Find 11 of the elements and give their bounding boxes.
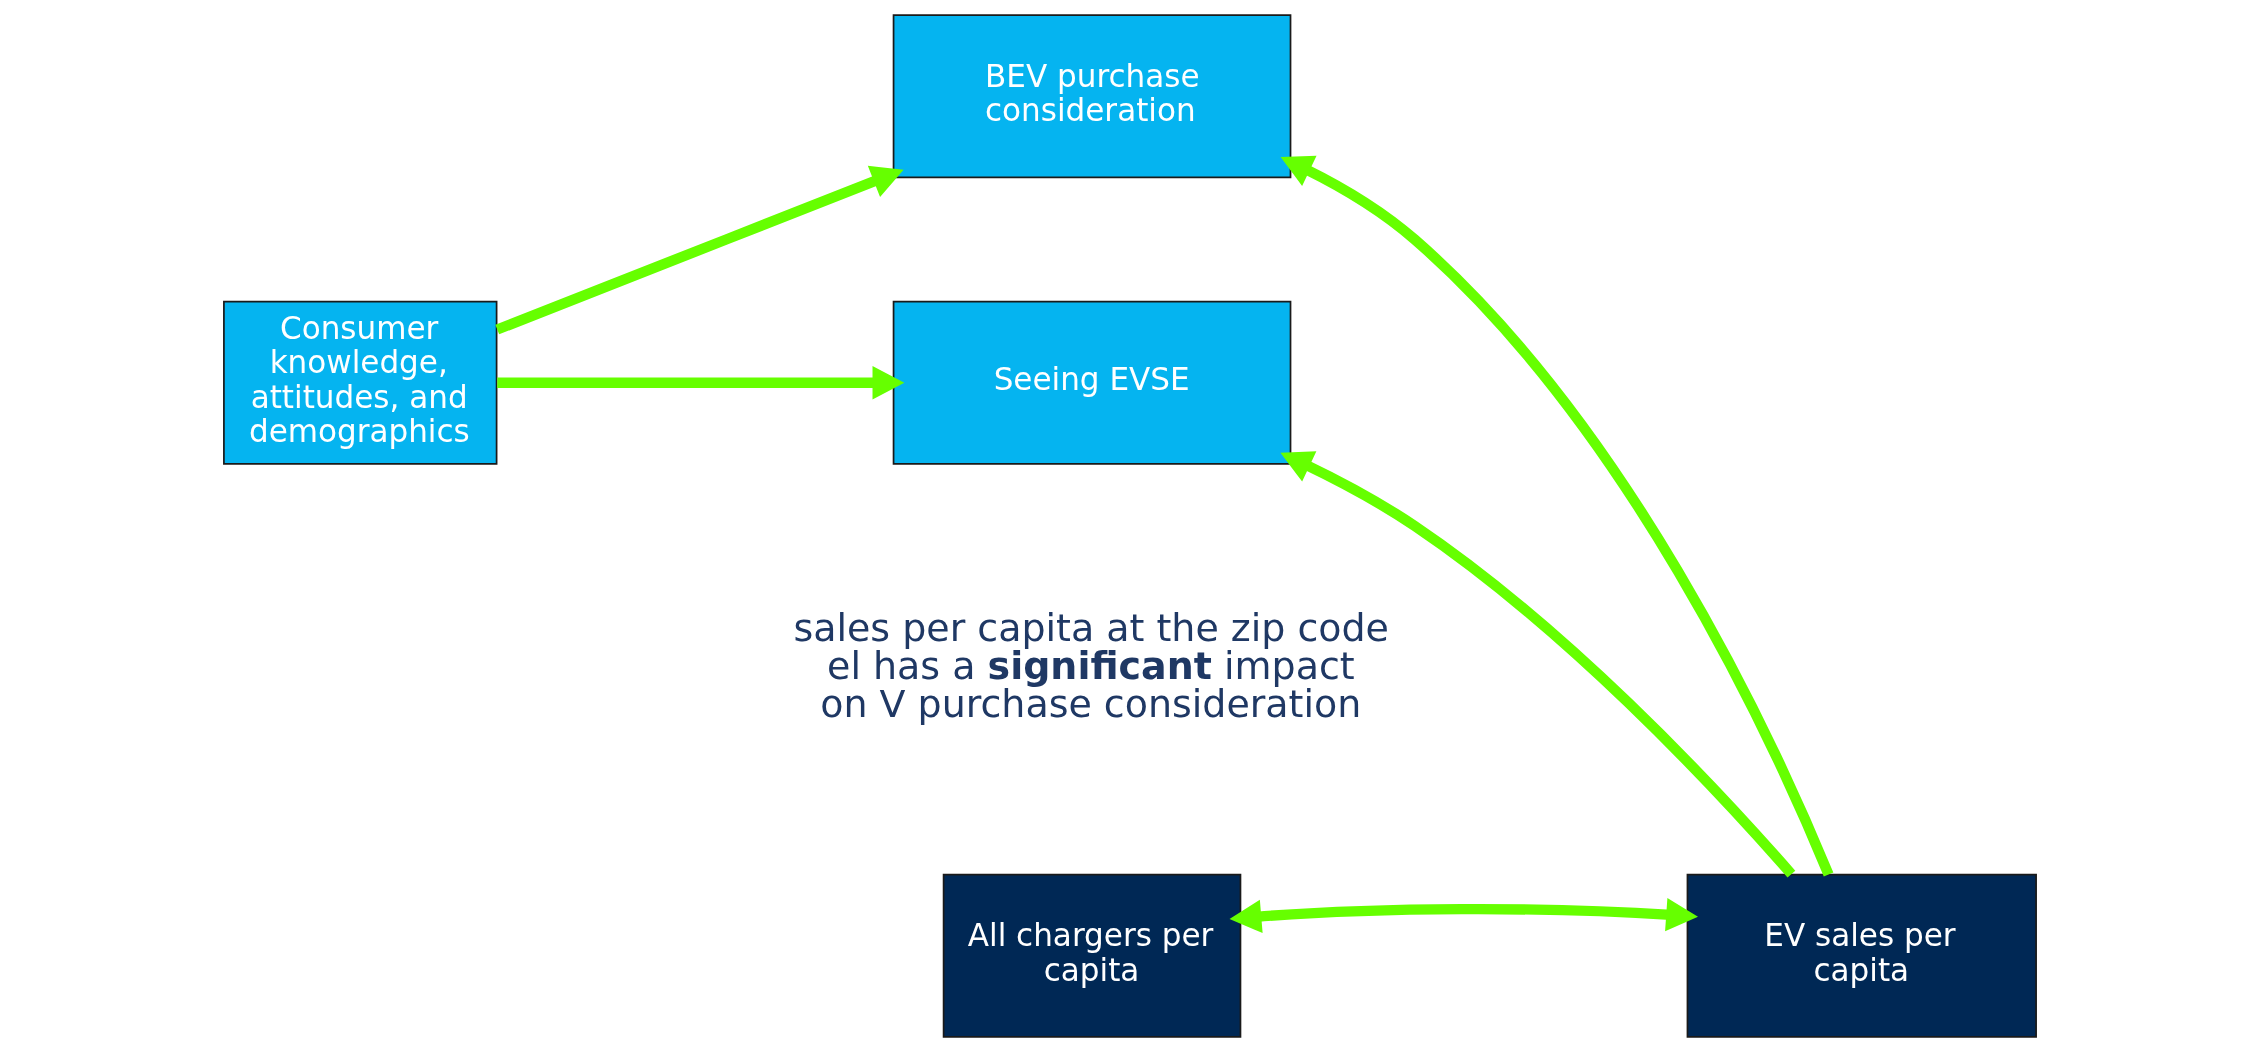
node-box: All chargers per capita xyxy=(942,873,1242,1038)
node-box: Consumer knowledge, attitudes, and demographics xyxy=(223,300,498,465)
arrow xyxy=(1280,451,1796,878)
arrow xyxy=(1280,155,1834,877)
arrow xyxy=(1229,897,1698,934)
label: sales per capita at the zip code el has a significant impact on V purchase consideration xyxy=(793,605,1389,726)
arrow xyxy=(497,366,905,400)
node-box: BEV purchase consideration xyxy=(892,14,1292,179)
node-box: EV sales per capita xyxy=(1686,873,2037,1038)
arrow xyxy=(495,165,904,335)
node-box: Seeing EVSE xyxy=(892,300,1292,465)
